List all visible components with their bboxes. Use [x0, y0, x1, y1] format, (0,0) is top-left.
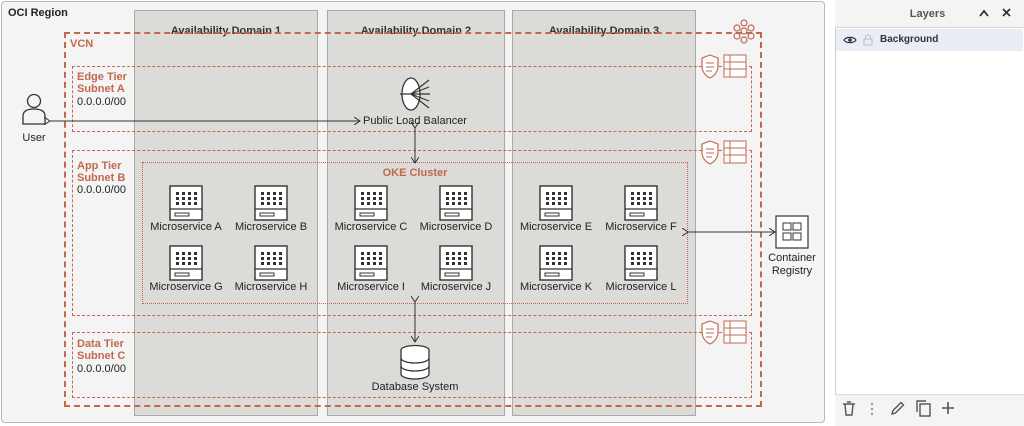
subnet-b-name-line2: Subnet B: [77, 172, 126, 184]
server-icon: [439, 185, 473, 221]
trash-icon[interactable]: [842, 401, 856, 416]
server-icon: [354, 185, 388, 221]
microservice-label: Microservice A: [150, 221, 222, 233]
layer-row-background[interactable]: [836, 29, 1023, 51]
diagram-canvas[interactable]: OCI Region Availability Domain 1 Availab…: [0, 0, 828, 426]
server-icon: [624, 185, 658, 221]
microservice-label: Microservice C: [334, 221, 408, 233]
microservice-label: Microservice D: [419, 221, 493, 233]
container-registry-line2: Registry: [771, 265, 813, 277]
microservice-label: Microservice E: [519, 221, 593, 233]
server-icon: [169, 245, 203, 281]
connector-lines: [0, 0, 828, 426]
subnet-a-cidr: 0.0.0.0/00: [77, 96, 126, 108]
microservice-label: Microservice H: [234, 281, 308, 293]
load-balancer-label: Public Load Balancer: [363, 115, 467, 127]
load-balancer-icon: [400, 77, 430, 111]
server-icon: [439, 245, 473, 281]
vcn-label: VCN: [70, 38, 94, 50]
user-label: User: [22, 132, 46, 144]
container-registry-line1: Container: [768, 252, 816, 264]
security-list-icon: [701, 320, 747, 345]
layers-panel: [835, 0, 1024, 426]
close-icon[interactable]: [1001, 7, 1012, 18]
microservice-label: Microservice I: [337, 281, 405, 293]
availability-domain-label: Availability Domain 3: [548, 25, 660, 37]
availability-domain-label: Availability Domain 1: [170, 25, 282, 37]
server-icon: [539, 245, 573, 281]
region-label: OCI Region: [8, 7, 68, 19]
server-icon: [539, 185, 573, 221]
container-registry-icon: [775, 215, 809, 249]
vcn-icon: [733, 19, 755, 44]
more-dots-icon: [870, 402, 874, 416]
layers-panel-title: Layers: [909, 8, 946, 20]
subnet-b-cidr: 0.0.0.0/00: [77, 184, 126, 196]
subnet-c-cidr: 0.0.0.0/00: [77, 363, 126, 375]
oke-cluster-label: OKE Cluster: [382, 167, 448, 179]
lock-icon[interactable]: [863, 33, 873, 46]
layer-name: Background: [880, 34, 939, 45]
microservice-label: Microservice F: [605, 221, 677, 233]
security-list-icon: [701, 140, 747, 165]
availability-domain-label: Availability Domain 2: [360, 25, 472, 37]
user-icon: [22, 93, 46, 125]
availability-domain-3: Availability Domain 3: [512, 10, 696, 416]
server-icon: [624, 245, 658, 281]
subnet-a-name-line1: Edge Tier: [77, 71, 127, 83]
subnet-b-label: App Tier Subnet B: [77, 160, 125, 184]
subnet-b-name-line1: App Tier: [77, 160, 122, 172]
subnet-c-label: Data Tier Subnet C: [77, 338, 125, 362]
plus-icon[interactable]: [941, 401, 955, 415]
database-label: Database System: [371, 381, 459, 393]
server-icon: [254, 185, 288, 221]
server-icon: [354, 245, 388, 281]
subnet-a-name-line2: Subnet A: [77, 83, 125, 95]
collapse-chevron-up-icon[interactable]: [978, 8, 990, 18]
subnet-a-label: Edge Tier Subnet A: [77, 71, 127, 95]
subnet-c-name-line2: Subnet C: [77, 350, 126, 362]
server-icon: [169, 185, 203, 221]
eye-icon[interactable]: [843, 35, 857, 45]
container-registry-label: Container Registry: [762, 252, 822, 278]
database-icon: [400, 344, 430, 380]
microservice-label: Microservice K: [519, 281, 593, 293]
subnet-c-name-line1: Data Tier: [77, 338, 124, 350]
microservice-label: Microservice L: [605, 281, 677, 293]
layers-panel-header: [835, 0, 1024, 28]
vcn-boundary: [64, 32, 762, 407]
security-list-icon: [701, 54, 747, 79]
duplicate-icon[interactable]: [915, 400, 931, 417]
microservice-label: Microservice B: [234, 221, 308, 233]
microservice-label: Microservice J: [420, 281, 492, 293]
microservice-label: Microservice G: [149, 281, 223, 293]
server-icon: [254, 245, 288, 281]
pencil-icon[interactable]: [890, 401, 905, 416]
